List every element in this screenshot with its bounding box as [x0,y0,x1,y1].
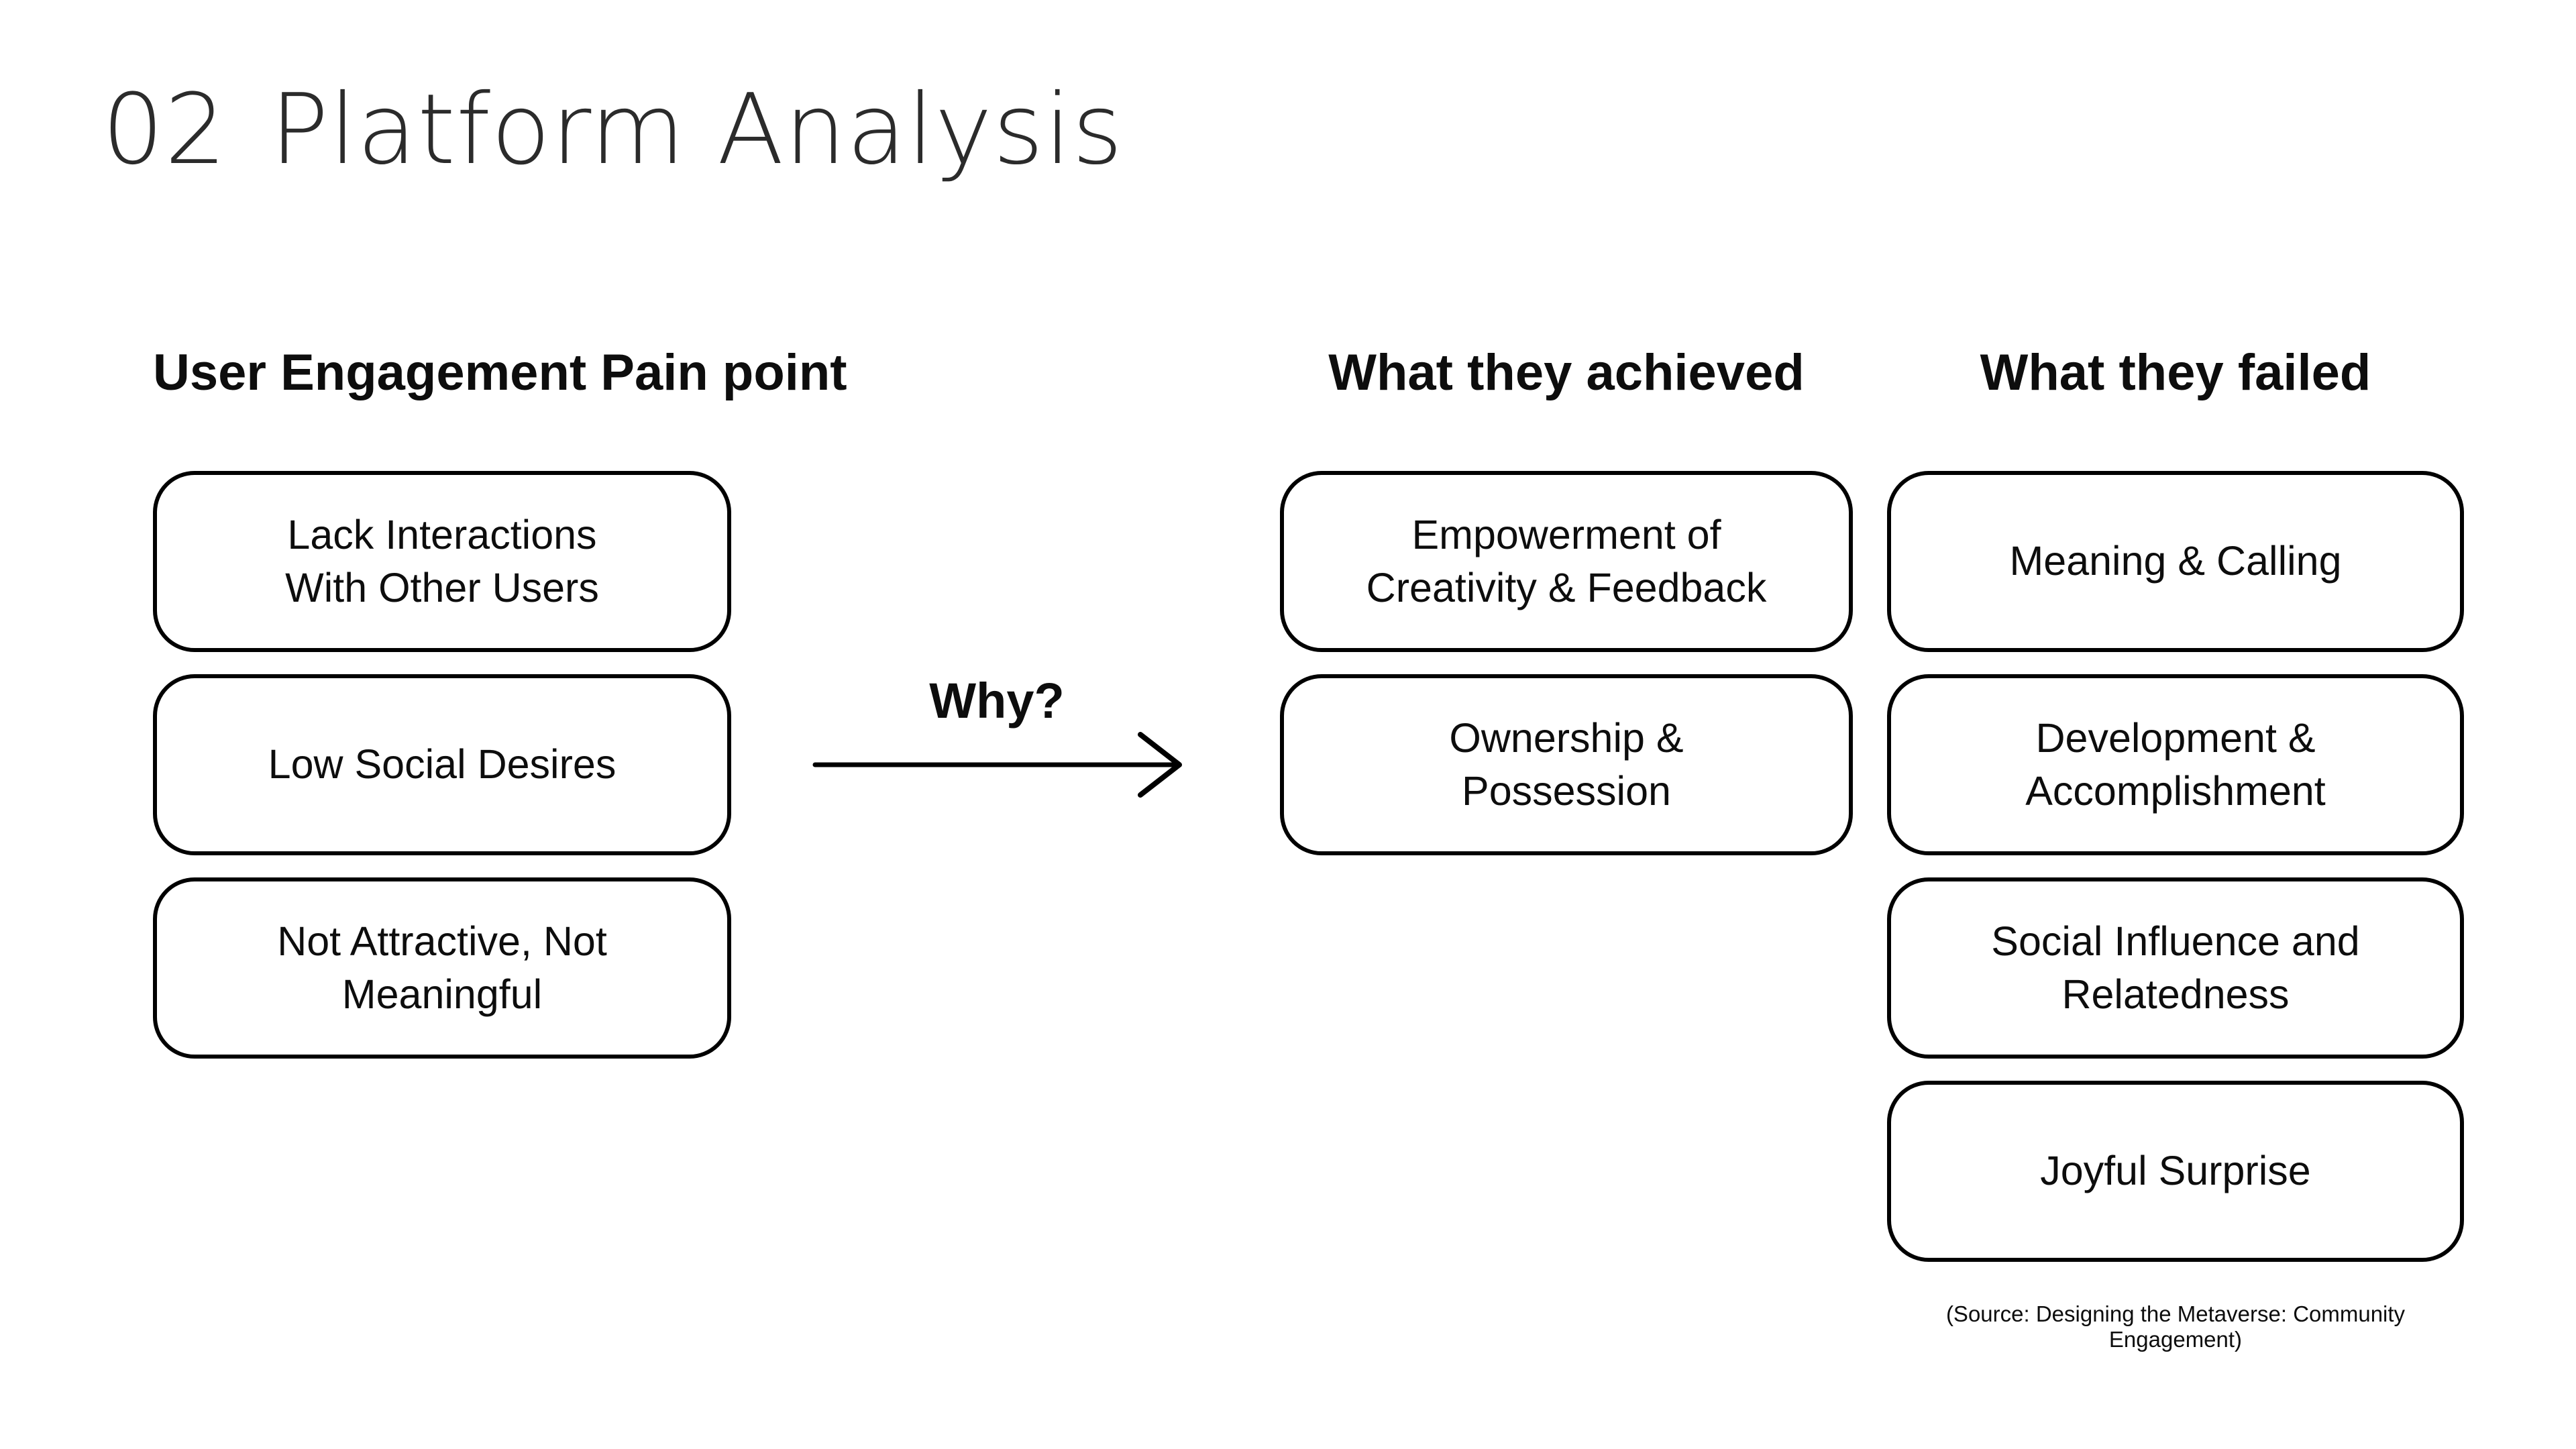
failed-box-2: Development & Accomplishment [1887,674,2464,855]
pain-box-3-label: Not Attractive, Not Meaningful [277,918,607,1017]
page-title-text: Platform Analysis [270,73,1124,186]
source-note: (Source: Designing the Metaverse: Commun… [1945,1301,2406,1352]
right-arrow-icon [812,732,1182,798]
column-heading-failed: What they failed [1980,344,2371,401]
pain-box-3: Not Attractive, Not Meaningful [153,877,731,1059]
section-number: 02 [102,73,227,186]
achieved-box-1: Empowerment of Creativity & Feedback [1280,471,1853,652]
achieved-box-1-label: Empowerment of Creativity & Feedback [1366,511,1767,610]
achieved-box-2-label: Ownership & Possession [1449,714,1684,814]
column-achieved: Empowerment of Creativity & Feedback Own… [1280,471,1853,855]
column-heading-achieved: What they achieved [1328,344,1805,401]
failed-box-3-label: Social Influence and Relatedness [1991,918,2360,1017]
failed-box-4: Joyful Surprise [1887,1081,2464,1262]
failed-box-1-label: Meaning & Calling [2009,538,2342,584]
achieved-box-2: Ownership & Possession [1280,674,1853,855]
failed-box-2-label: Development & Accomplishment [2025,714,2326,814]
column-pain-points: Lack Interactions With Other Users Low S… [153,471,731,1059]
why-label: Why? [929,673,1065,729]
pain-box-1: Lack Interactions With Other Users [153,471,731,652]
pain-box-2: Low Social Desires [153,674,731,855]
column-heading-pain-points: User Engagement Pain point [153,344,847,401]
failed-box-1: Meaning & Calling [1887,471,2464,652]
column-failed: Meaning & Calling Development & Accompli… [1887,471,2464,1262]
failed-box-4-label: Joyful Surprise [2040,1148,2311,1194]
pain-box-1-label: Lack Interactions With Other Users [285,511,599,610]
failed-box-3: Social Influence and Relatedness [1887,877,2464,1059]
pain-box-2-label: Low Social Desires [268,741,616,788]
